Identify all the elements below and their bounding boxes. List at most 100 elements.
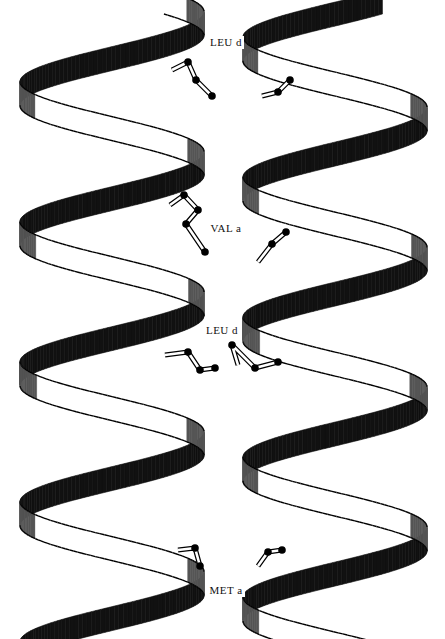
- helix-back-face: [39, 206, 42, 231]
- helix-edge: [133, 286, 137, 287]
- helix-edge: [250, 70, 252, 71]
- helix-front-face: [172, 553, 175, 578]
- helix-edge: [35, 539, 38, 540]
- helix-back-face: [410, 260, 413, 285]
- helix-edge: [418, 121, 420, 122]
- helix-edge: [67, 245, 71, 246]
- helix-back-face: [282, 15, 286, 40]
- helix-front-face: [426, 106, 427, 131]
- helix-back-face: [345, 279, 350, 304]
- helix-edge: [24, 532, 25, 533]
- helix-front-face: [380, 84, 384, 109]
- helix-front-face: [203, 570, 204, 595]
- helix-back-face: [33, 208, 35, 233]
- helix-edge: [39, 236, 42, 237]
- helix-edge: [19, 105, 20, 106]
- helix-back-face: [62, 198, 66, 223]
- helix-edge: [169, 155, 173, 156]
- helix-edge: [194, 1, 196, 2]
- helix-edge: [382, 248, 386, 249]
- helix-back-face: [58, 619, 62, 639]
- helix-edge: [254, 48, 256, 49]
- helix-edge: [203, 453, 205, 454]
- helix-back-face: [389, 547, 393, 572]
- helix-edge: [178, 414, 181, 415]
- helix-front-face: [40, 377, 43, 402]
- helix-front-face: [153, 547, 157, 572]
- helix-edge: [179, 579, 182, 580]
- helix-edge: [123, 539, 128, 540]
- helix-edge: [203, 569, 205, 570]
- helix-edge: [347, 239, 352, 240]
- helix-front-face: [129, 261, 133, 286]
- helix-back-face: [44, 624, 47, 639]
- helix-edge: [64, 384, 68, 385]
- helix-edge: [203, 149, 205, 150]
- helix-edge: [100, 138, 105, 139]
- helix-back-face: [37, 487, 40, 512]
- helix-front-face: [262, 192, 265, 217]
- helix-edge: [22, 250, 23, 251]
- helix-edge: [201, 590, 202, 591]
- helix-back-face: [61, 339, 65, 364]
- helix-edge: [202, 428, 204, 429]
- helix-front-face: [188, 138, 191, 163]
- helix-front-face: [31, 233, 33, 258]
- helix-edge: [92, 252, 97, 253]
- helix-edge: [341, 74, 346, 75]
- helix-back-face: [36, 207, 39, 232]
- helix-back-face: [188, 584, 190, 609]
- helix-front-face: [317, 348, 322, 373]
- helix-front-face: [261, 471, 264, 496]
- helix-back-face: [398, 264, 401, 289]
- helix-edge: [203, 429, 205, 430]
- helix-edge: [199, 284, 200, 285]
- helix-back-face: [146, 177, 150, 202]
- helix-back-face: [181, 27, 184, 52]
- helix-edge: [132, 541, 136, 542]
- helix-edge: [157, 548, 161, 549]
- helix-edge: [136, 567, 140, 568]
- helix-back-face: [140, 319, 144, 344]
- helix-front-face: [416, 516, 418, 541]
- helix-edge: [23, 87, 24, 88]
- helix-back-face: [191, 442, 193, 467]
- helix-front-face: [282, 618, 286, 639]
- helix-front-face: [265, 613, 268, 638]
- helix-back-face: [414, 118, 416, 143]
- helix-edge: [23, 507, 24, 508]
- helix-back-face: [314, 146, 319, 171]
- helix-front-face: [48, 240, 51, 265]
- helix-back-face: [385, 548, 389, 573]
- helix-edge: [279, 338, 283, 339]
- helix-edge: [246, 207, 247, 208]
- helix-edge: [149, 150, 153, 151]
- helix-edge: [35, 95, 38, 96]
- helix-edge: [202, 172, 204, 173]
- helix-edge: [327, 94, 332, 95]
- helix-back-face: [87, 192, 91, 217]
- helix-back-face: [80, 54, 84, 79]
- helix-back-face: [69, 336, 73, 361]
- helix-front-face: [165, 130, 169, 155]
- helix-edge: [60, 383, 64, 384]
- helix-front-face: [404, 371, 407, 396]
- helix-edge: [30, 372, 32, 373]
- helix-back-face: [396, 545, 399, 570]
- helix-edge: [40, 401, 43, 402]
- helix-front-face: [163, 270, 167, 295]
- helix-front-face: [121, 399, 126, 424]
- helix-edge: [337, 72, 342, 73]
- helix-edge: [184, 417, 187, 418]
- helix-edge: [141, 544, 145, 545]
- helix-edge: [245, 182, 246, 183]
- helix-edge: [78, 552, 82, 553]
- helix-edge: [183, 300, 186, 301]
- helix-back-face: [138, 39, 142, 64]
- helix-back-face: [188, 164, 190, 189]
- helix-edge: [306, 205, 310, 206]
- helix-edge: [104, 115, 109, 116]
- helix-front-face: [368, 500, 372, 525]
- helix-front-face: [165, 550, 169, 575]
- helix-back-face: [330, 2, 335, 27]
